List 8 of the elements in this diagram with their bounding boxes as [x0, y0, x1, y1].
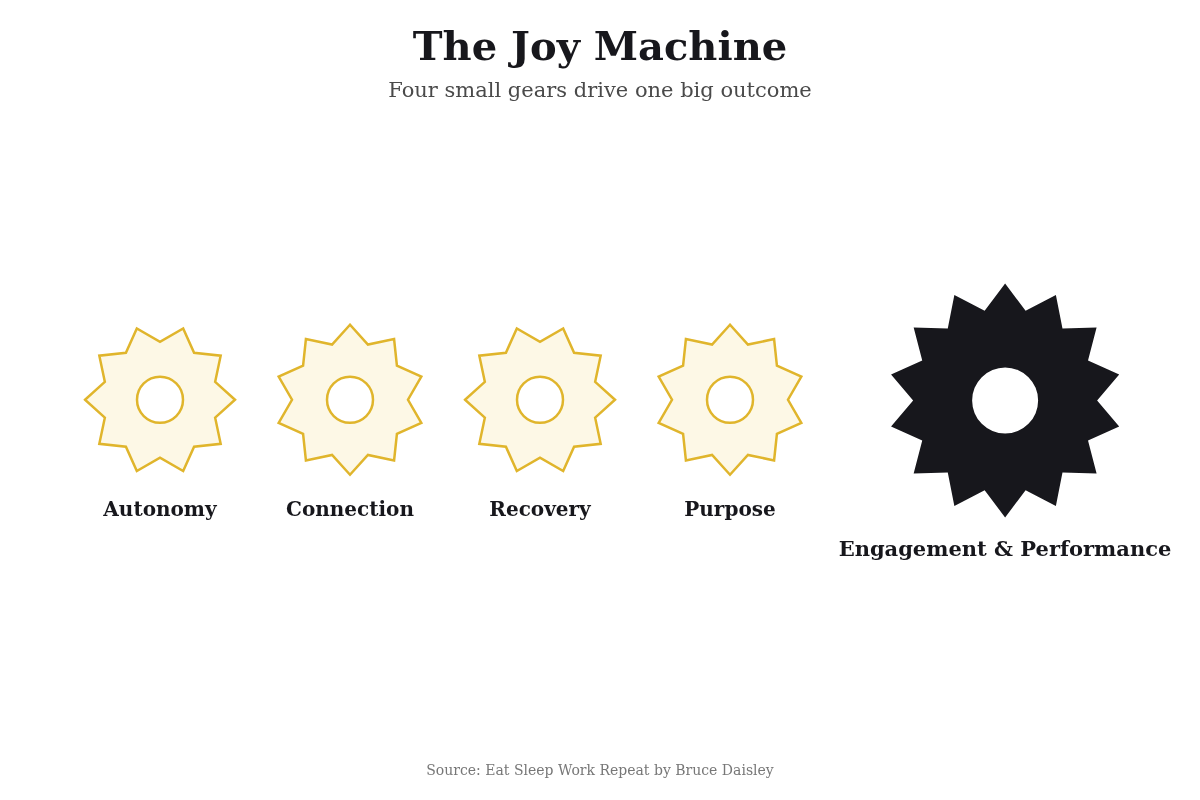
chart-title: The Joy Machine [412, 22, 788, 70]
gear-label: Connection [286, 496, 414, 521]
source-caption: Source: Eat Sleep Work Repeat by Bruce Daisley [426, 762, 774, 779]
subtitle: Four small gears drive one big outcome [388, 78, 812, 104]
gear-label: Autonomy [103, 496, 217, 521]
gear-label: Recovery [489, 496, 591, 521]
gear-label: Purpose [684, 496, 776, 521]
gear-label: Engagement & Performance [838, 535, 1172, 561]
